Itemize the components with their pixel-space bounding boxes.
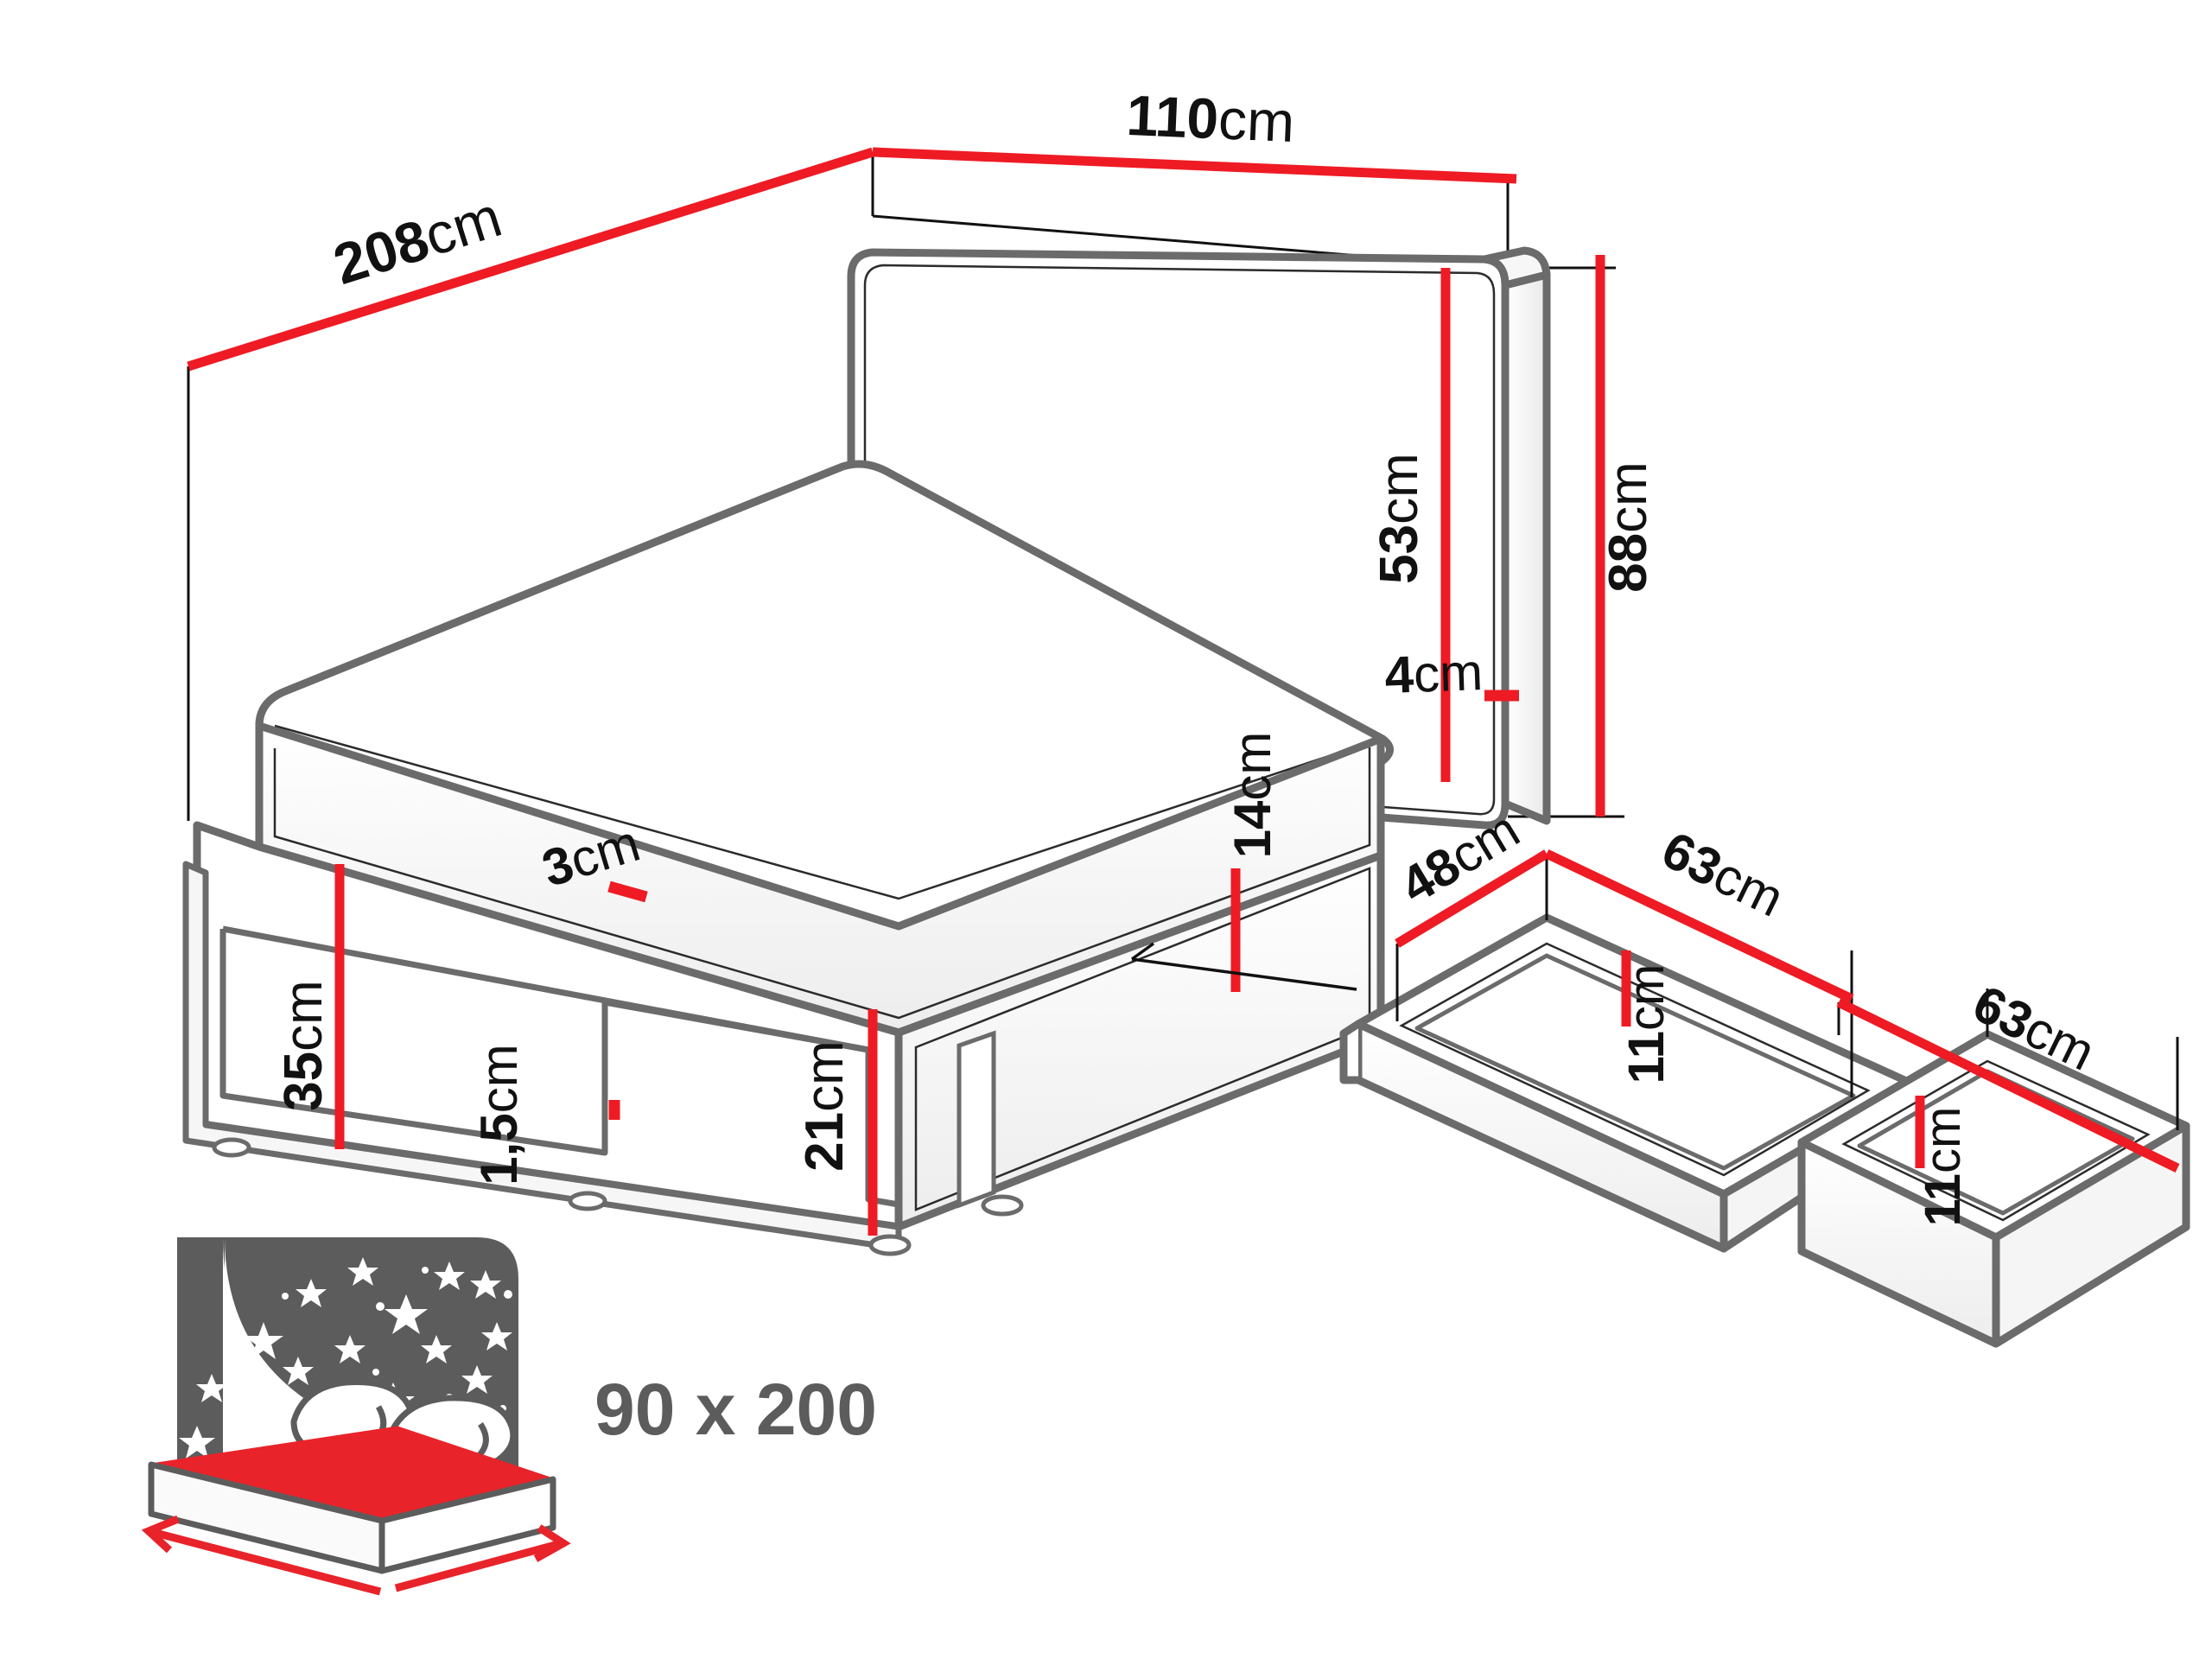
bed-red-dimension-ticks <box>607 690 1519 1120</box>
dimension-label-1-5cm: 1,5cm <box>470 1044 528 1185</box>
dimension-label-14cm: 14cm <box>1224 732 1281 859</box>
dimension-label-88cm: 88cm <box>1599 461 1658 593</box>
dimension-label-53cm: 53cm <box>1370 453 1429 584</box>
dimension-label-110cm: 110cm <box>1125 83 1295 154</box>
tick-3cm <box>607 880 648 903</box>
dimline-48cm <box>1395 849 1549 948</box>
mattress-dimension-arrows <box>141 1515 571 1596</box>
dimension-label-11cm-b: 11cm <box>1915 1107 1971 1227</box>
drawer-leader-line-2 <box>1130 942 1155 961</box>
dimension-label-21cm: 21cm <box>795 1040 855 1172</box>
storage-drawer-1 <box>1339 913 1918 1253</box>
dimension-label-208cm: 208cm <box>326 184 508 296</box>
dimline-63cm-a <box>1544 849 1854 1003</box>
dimension-label-35cm: 35cm <box>274 980 334 1111</box>
dimension-label-4cm: 4cm <box>1383 643 1484 704</box>
bed-base-frame <box>182 821 1385 1256</box>
dimline-208cm <box>187 147 874 372</box>
mattress-block <box>148 1426 556 1574</box>
drawer-leader-line <box>1131 957 1357 991</box>
mattress-size-icon <box>141 1237 571 1596</box>
bed-red-dimension-lines <box>187 147 1605 1236</box>
drawer-red-dimension-lines <box>1395 849 2180 1173</box>
dimline-110cm <box>872 147 1517 184</box>
storage-drawer-2 <box>1797 1030 2190 1348</box>
dimline-63cm-b <box>1836 998 2180 1173</box>
drawer-extension-lines <box>1395 854 2179 1130</box>
mattress-size-label: 90 x 200 <box>594 1369 877 1450</box>
dimension-label-11cm-a: 11cm <box>1618 964 1675 1084</box>
